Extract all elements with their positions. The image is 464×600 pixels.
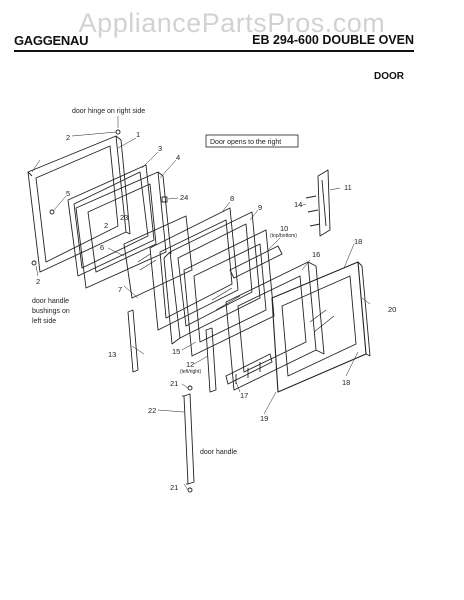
model-title: EB 294-600 DOUBLE OVEN: [252, 33, 414, 47]
label-part-14: 14: [294, 200, 302, 209]
handle-note: door handle: [200, 449, 237, 456]
door-opens-note: Door opens to the right: [210, 139, 281, 146]
label-part-20: 20: [388, 305, 396, 314]
label-part-18-top: 18: [354, 237, 362, 246]
part-22-door-handle: [182, 393, 195, 485]
part-4-inner-glass-frame: [75, 171, 172, 289]
label-part-6: 6: [100, 243, 104, 252]
label-part-11: 11: [344, 183, 352, 192]
brand-logo: GAGGENAU: [14, 33, 89, 48]
label-part-3: 3: [158, 144, 162, 153]
part-3-gasket-inner: [73, 171, 149, 269]
label-part-22: 22: [148, 406, 156, 415]
label-part-18-bottom: 18: [342, 378, 350, 387]
header-rule: [14, 50, 414, 52]
bushing-note-line-3: left side: [32, 318, 56, 325]
label-part-15: 15: [172, 347, 180, 356]
label-part-24: 24: [180, 193, 188, 202]
part-20-outer-glass-panel: [271, 261, 371, 393]
part-16-outer-frame: [225, 261, 325, 391]
label-part-8: 8: [230, 194, 234, 203]
label-part-1: 1: [136, 130, 140, 139]
part-13-bushing-strip: [127, 309, 139, 373]
label-part-17: 17: [240, 391, 248, 400]
label-part-13: 13: [108, 350, 116, 359]
part-14-hinge-pins: [305, 195, 321, 227]
leader-lines: [31, 116, 371, 491]
label-part-12-sub: (left/right): [180, 369, 201, 375]
part-2-screw-lower: [31, 260, 37, 266]
bushing-note-line-2: bushings on: [32, 308, 70, 315]
label-part-10: 10: [280, 224, 288, 233]
label-part-2-center: 2: [104, 221, 108, 230]
part-2-screw: [115, 129, 121, 135]
part-6-glass-pane: [123, 215, 193, 299]
label-part-21-top: 21: [170, 379, 178, 388]
label-part-4: 4: [176, 153, 180, 162]
section-title: DOOR: [374, 71, 404, 82]
label-part-7: 7: [118, 285, 122, 294]
label-part-2: 2: [66, 133, 70, 142]
label-part-19: 19: [260, 414, 268, 423]
part-5-screw: [49, 209, 55, 215]
label-part-10-sub: (top/bottom): [270, 233, 297, 239]
label-part-5: 5: [66, 189, 70, 198]
part-number-labels: 1 2 2 2 3 4 5 6 7 8 9 10 (top/bottom) 11…: [36, 130, 396, 492]
label-part-9: 9: [258, 203, 262, 212]
part-12-side-strip: [205, 327, 217, 393]
label-part-16: 16: [312, 250, 320, 259]
label-part-21-bottom: 21: [170, 483, 178, 492]
door-opens-callout-box: [205, 134, 299, 148]
watermark: AppliancePartsPros.com: [78, 8, 386, 38]
label-part-23: 23: [120, 213, 128, 222]
part-15-middle-glass: [183, 229, 275, 357]
part-11-hinge-cover: [317, 169, 331, 237]
part-8-glass-panel: [149, 207, 239, 331]
label-part-2-lower: 2: [36, 277, 40, 286]
part-10-trim-strip: [229, 245, 283, 279]
part-24-clip: [161, 196, 168, 203]
bushing-note-line-1: door handle: [32, 298, 69, 305]
hinge-note: door hinge on right side: [72, 108, 145, 115]
part-3-gasket: [67, 164, 155, 277]
label-part-12: 12: [186, 360, 194, 369]
part-9-glass-frame: [163, 211, 261, 345]
part-1-inner-frame: [27, 135, 131, 273]
